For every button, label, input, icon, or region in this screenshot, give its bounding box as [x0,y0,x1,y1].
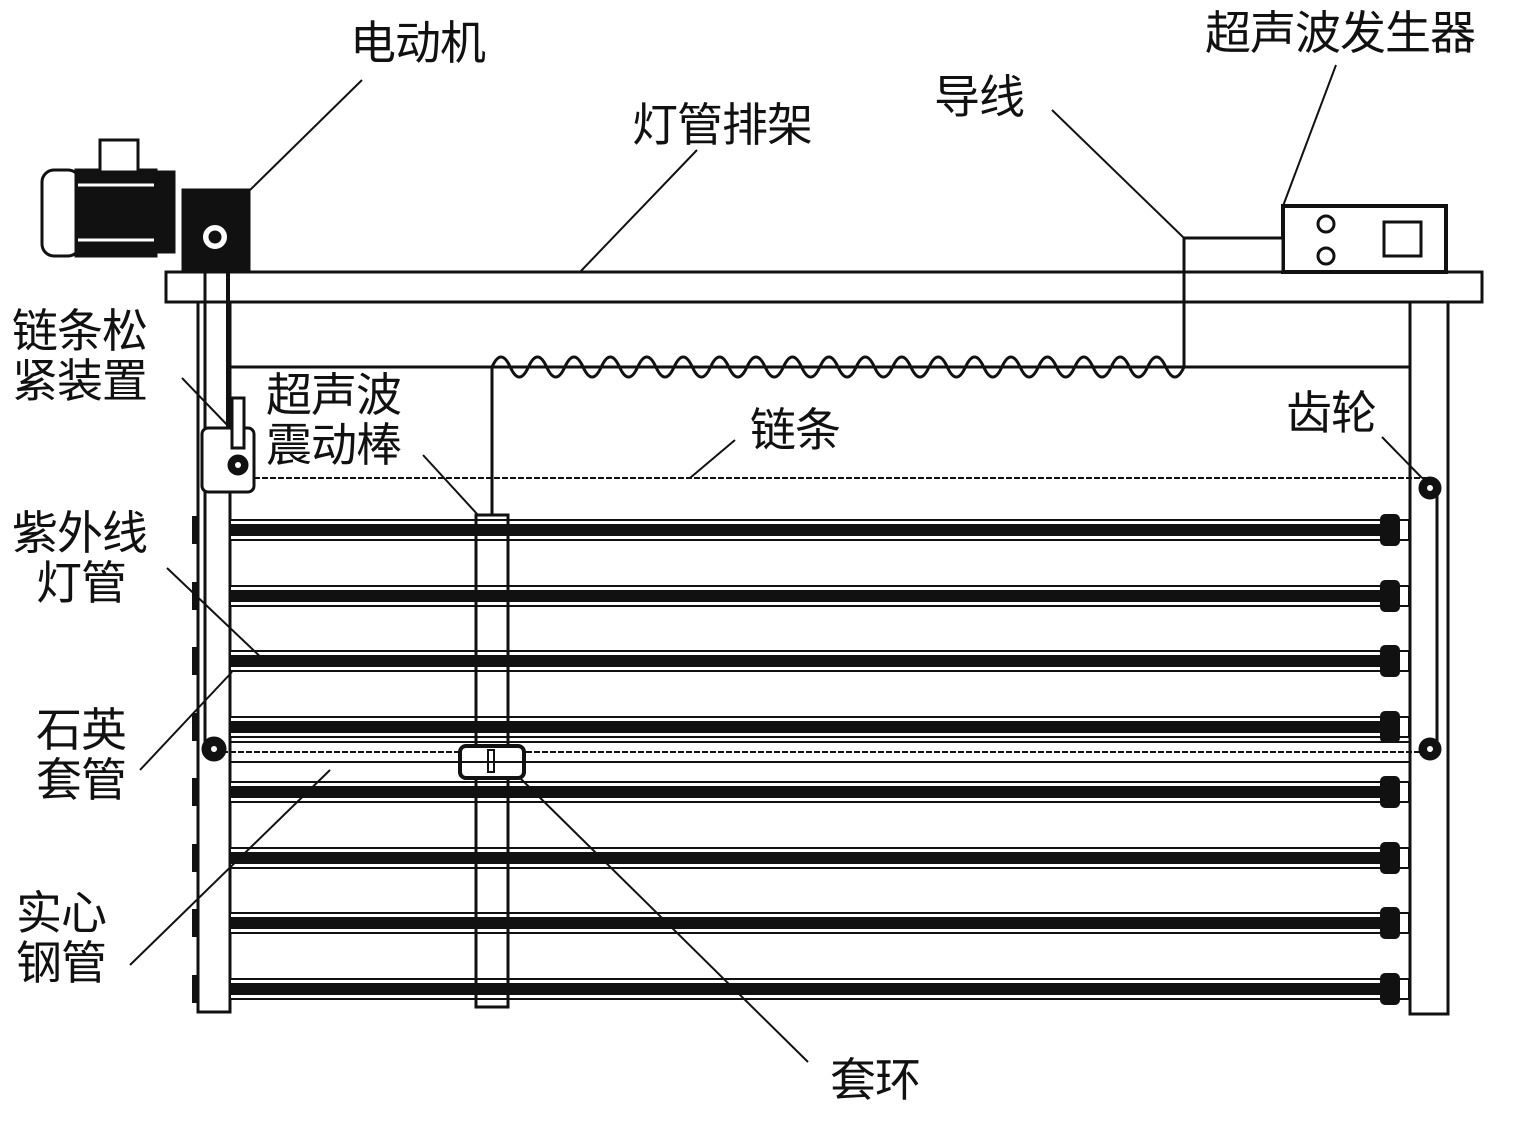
gear-bottom-left [201,736,227,762]
lamp-end-cap [1380,580,1400,612]
uv-lamp [229,776,1410,808]
label-lamp-rack: 灯管排架 [632,98,813,152]
label-quartz-sleeve-line1: 石英 [36,703,127,757]
label-ultrasonic-rod-line2: 震动棒 [266,418,402,472]
label-quartz-sleeve: 石英 套管 [36,703,127,807]
label-ultrasonic-generator: 超声波发生器 [1205,6,1476,60]
ultrasonic-rod-wave [490,355,1186,379]
uv-lamp [229,973,1410,1005]
collar [458,744,526,780]
ultrasonic-generator [1182,204,1448,274]
lamp-end-tip [1398,847,1410,869]
label-collar: 套环 [830,1053,921,1107]
lamp-end-cap [1380,776,1400,808]
uv-lamp [229,907,1410,939]
lamp-end-cap [1380,842,1400,874]
label-wire: 导线 [934,70,1025,124]
left-frame-post [196,300,232,1014]
label-chain: 链条 [750,403,841,457]
motor [40,138,251,272]
gear-bottom-right [1418,737,1442,761]
label-uv-lamp: 紫外线 灯管 [12,506,148,610]
leader-lines [129,64,1423,1063]
post-notch [192,909,198,937]
uv-lamp [229,711,1410,743]
label-chain-tensioner-line1: 链条松 [12,304,148,358]
post-notch [192,844,198,872]
uv-lamp [229,580,1410,612]
lamp-end-cap [1380,711,1400,743]
label-uv-lamp-line2: 灯管 [36,556,127,610]
lamp-end-tip [1398,978,1410,1000]
lamp-end-cap [1380,645,1400,677]
lamp-end-tip [1398,650,1410,672]
label-solid-steel-tube: 实心 钢管 [16,886,107,990]
lamp-end-tip [1398,716,1410,738]
lamp-end-cap [1380,907,1400,939]
lamp-end-tip [1398,912,1410,934]
label-solid-steel-tube-line2: 钢管 [16,936,107,990]
post-notch [192,582,198,610]
uv-lamp [229,514,1410,546]
label-motor: 电动机 [350,16,486,70]
label-chain-tensioner: 链条松 紧装置 [12,304,148,408]
lamp-end-tip [1398,519,1410,541]
uv-lamps [229,514,1410,1005]
post-notch [192,647,198,675]
post-notch [192,778,198,806]
lamp-end-cap [1380,514,1400,546]
lamp-end-tip [1398,585,1410,607]
left-post-notches [192,516,198,1003]
right-frame-post [1408,300,1450,1016]
chain-tensioner [200,396,256,494]
lamp-end-tip [1398,781,1410,803]
lamp-end-cap [1380,973,1400,1005]
lamp-rack-beam [164,270,1484,304]
uv-lamp [229,645,1410,677]
post-notch [192,713,198,741]
post-notch [192,516,198,544]
label-solid-steel-tube-line1: 实心 [16,886,107,940]
label-gear: 齿轮 [1286,386,1377,440]
gear-top-right [1418,476,1442,500]
label-ultrasonic-rod-line1: 超声波 [266,368,402,422]
label-quartz-sleeve-line2: 套管 [36,753,127,807]
label-chain-tensioner-line2: 紧装置 [12,354,148,408]
uv-lamp [229,842,1410,874]
label-uv-lamp-line1: 紫外线 [12,506,148,560]
label-ultrasonic-rod: 超声波 震动棒 [266,368,402,472]
post-notch [192,975,198,1003]
